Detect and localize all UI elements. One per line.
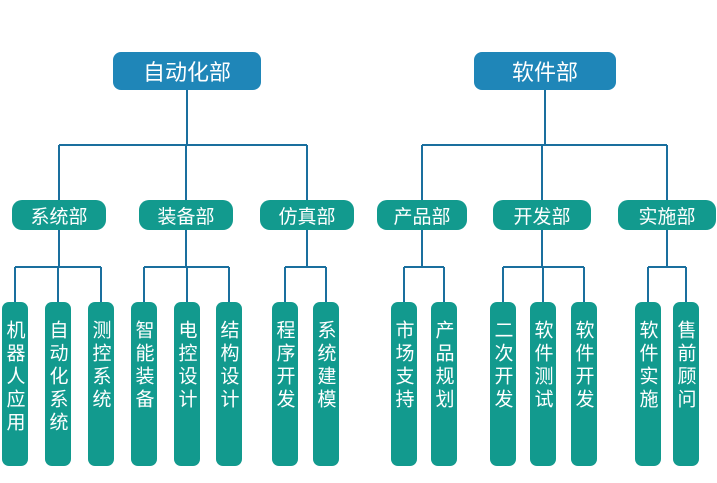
- leaf-node: 软件测试: [530, 302, 556, 466]
- leaf-node: 结构设计: [216, 302, 242, 466]
- department-node-label: 系统部: [30, 205, 88, 228]
- root-node-label: 软件部: [511, 61, 578, 86]
- department-node: 产品部: [377, 200, 467, 230]
- leaf-node: 软件实施: [635, 302, 661, 466]
- department-node: 仿真部: [260, 200, 354, 230]
- leaf-node-label: 测控系统: [89, 320, 112, 412]
- leaf-node: 电控设计: [174, 302, 200, 466]
- leaf-node-label: 二次开发: [491, 320, 514, 412]
- leaf-node: 系统建模: [313, 302, 339, 466]
- leaf-node-label: 结构设计: [217, 320, 240, 412]
- department-node: 实施部: [618, 200, 716, 230]
- leaf-node: 程序开发: [272, 302, 298, 466]
- department-node: 装备部: [139, 200, 233, 230]
- leaf-node-label: 市场支持: [392, 320, 415, 412]
- department-node-label: 开发部: [513, 205, 571, 228]
- leaf-node-label: 系统建模: [314, 320, 337, 412]
- leaf-node: 软件开发: [571, 302, 597, 466]
- leaf-node: 智能装备: [131, 302, 157, 466]
- department-node: 系统部: [12, 200, 106, 230]
- leaf-node-label: 产品规划: [432, 320, 455, 412]
- department-node-label: 产品部: [393, 205, 451, 228]
- leaf-node-label: 程序开发: [273, 320, 296, 412]
- leaf-node: 产品规划: [431, 302, 457, 466]
- leaf-node-label: 售前顾问: [674, 320, 697, 412]
- root-node: 自动化部: [113, 52, 261, 90]
- root-node: 软件部: [474, 52, 616, 90]
- leaf-node: 自动化系统: [45, 302, 71, 466]
- leaf-node: 机器人应用: [2, 302, 28, 466]
- leaf-node-label: 软件测试: [531, 320, 554, 412]
- leaf-node-label: 自动化系统: [46, 320, 69, 435]
- root-node-label: 自动化部: [142, 61, 231, 86]
- leaf-node-label: 机器人应用: [3, 320, 26, 435]
- leaf-node-label: 软件实施: [636, 320, 659, 412]
- department-node-label: 实施部: [638, 205, 696, 228]
- leaf-node: 市场支持: [391, 302, 417, 466]
- department-node-label: 装备部: [157, 205, 215, 228]
- department-node-label: 仿真部: [278, 205, 336, 228]
- leaf-node-label: 电控设计: [175, 320, 198, 412]
- leaf-node-label: 智能装备: [132, 320, 155, 412]
- leaf-node-label: 软件开发: [572, 320, 595, 412]
- leaf-node: 测控系统: [88, 302, 114, 466]
- leaf-node: 二次开发: [490, 302, 516, 466]
- leaf-node: 售前顾问: [673, 302, 699, 466]
- department-node: 开发部: [493, 200, 591, 230]
